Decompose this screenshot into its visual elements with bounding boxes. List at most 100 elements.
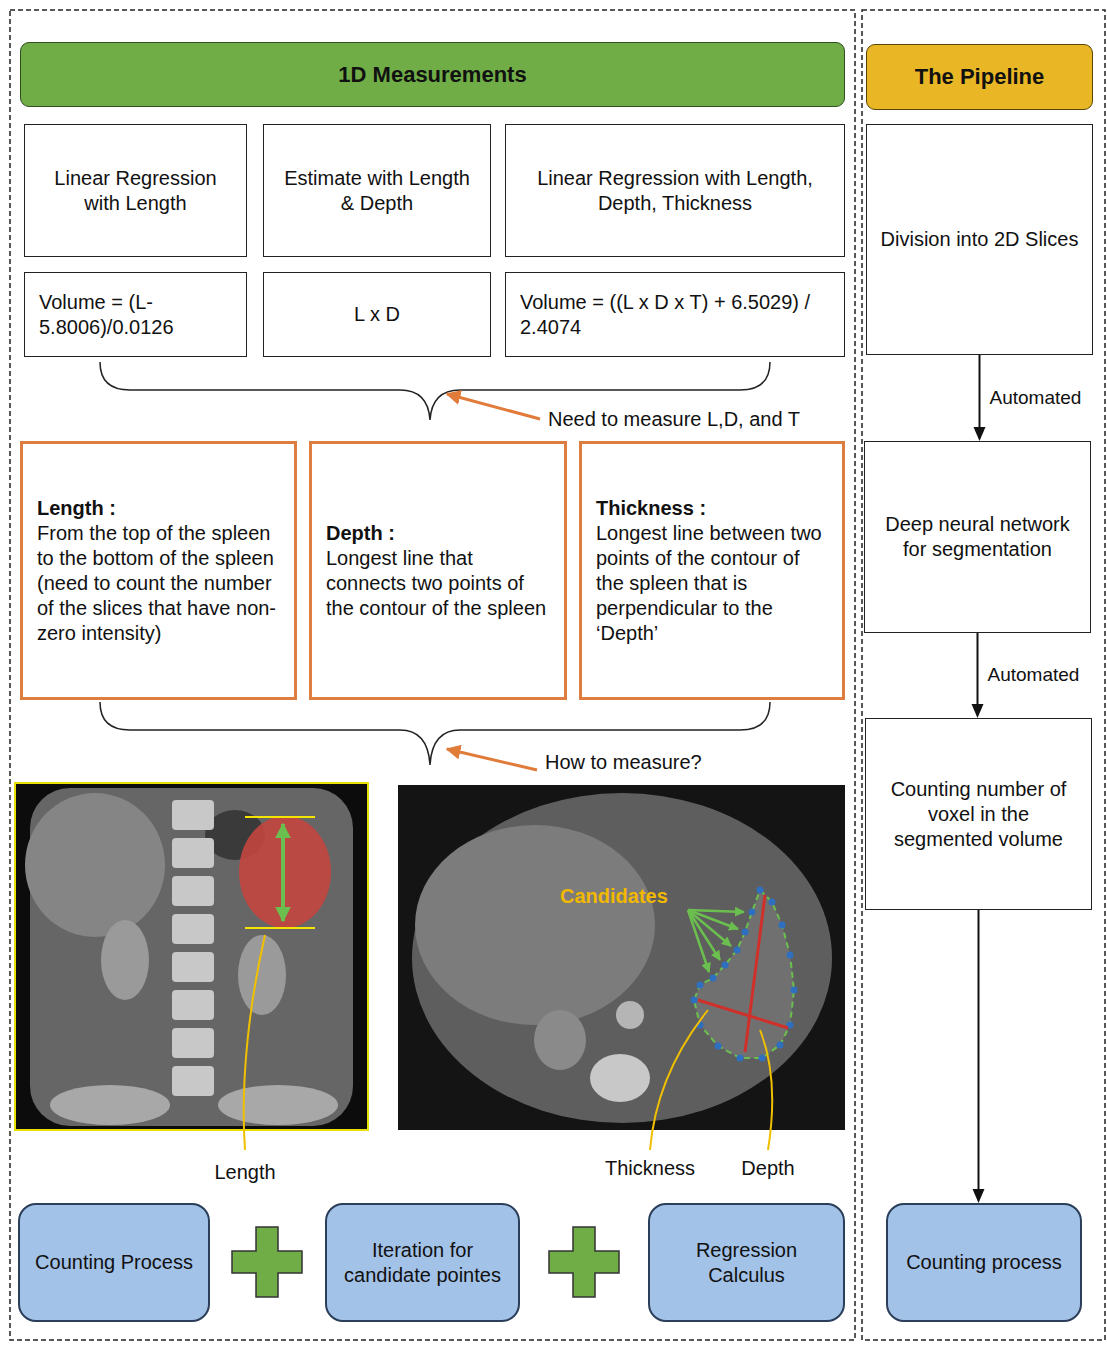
axial-ct-image bbox=[737, 1055, 744, 1062]
axial-ct-image bbox=[734, 947, 741, 954]
axial-ct-image bbox=[749, 909, 756, 916]
box-text: Longest line that connects two points of… bbox=[326, 546, 550, 621]
definition-box: Thickness :Longest line between two poin… bbox=[579, 441, 845, 700]
axial-ct-image bbox=[412, 793, 832, 1123]
definition-box: Depth :Longest line that connects two po… bbox=[309, 441, 567, 700]
coronal-ct-image bbox=[50, 1085, 170, 1125]
coronal-ct-image bbox=[172, 990, 214, 1020]
box-text: Linear Regression with Length, Depth, Th… bbox=[518, 166, 832, 216]
coronal-ct-image bbox=[25, 793, 165, 937]
axial-ct-image bbox=[722, 962, 729, 969]
method-box: Linear Regression with Length bbox=[24, 124, 247, 257]
image-label: Thickness bbox=[605, 1156, 695, 1180]
coronal-ct-image bbox=[244, 935, 265, 1150]
box-text: 1D Measurements bbox=[338, 61, 526, 89]
axial-ct-image bbox=[710, 975, 717, 982]
flow-arrow bbox=[973, 910, 985, 1203]
flow-arrow bbox=[974, 355, 986, 441]
axial-ct-image bbox=[791, 987, 798, 994]
coronal-ct-image bbox=[172, 952, 214, 982]
step-box: Counting process bbox=[886, 1203, 1082, 1322]
axial-ct-image bbox=[616, 1001, 644, 1029]
arrow-head bbox=[972, 704, 984, 718]
process-box: Division into 2D Slices bbox=[866, 124, 1093, 355]
flow-arrow bbox=[972, 633, 984, 718]
note-text: Need to measure L,D, and T bbox=[548, 407, 800, 431]
box-text: Longest line between two points of the c… bbox=[596, 521, 828, 646]
process-box: Deep neural network for segmentation bbox=[864, 441, 1091, 633]
coronal-ct-image bbox=[15, 783, 368, 1150]
axial-ct-image bbox=[715, 1043, 722, 1050]
pointer-arrow bbox=[447, 394, 540, 419]
axial-ct-image bbox=[688, 910, 744, 972]
axial-ct-image bbox=[694, 890, 794, 1058]
axial-ct-image bbox=[398, 785, 845, 1130]
axial-ct-image bbox=[779, 922, 786, 929]
step-box: Counting Process bbox=[18, 1203, 210, 1322]
axial-ct-image bbox=[745, 895, 765, 1052]
box-text: Counting Process bbox=[35, 1250, 193, 1275]
axial-ct-image bbox=[698, 1000, 788, 1028]
box-text: From the top of the spleen to the bottom… bbox=[37, 521, 280, 646]
step-box: Iteration for candidate pointes bbox=[325, 1203, 520, 1322]
plus-sign bbox=[549, 1227, 619, 1297]
coronal-ct-image bbox=[172, 838, 214, 868]
box-text: Regression Calculus bbox=[662, 1238, 831, 1288]
axial-ct-image bbox=[688, 910, 720, 960]
box-text: Volume = ((L x D x T) + 6.5029) / 2.4074 bbox=[520, 290, 832, 340]
axial-ct-image bbox=[688, 910, 744, 912]
axial-ct-image bbox=[760, 1030, 772, 1150]
arrow-line bbox=[979, 355, 981, 429]
method-box: Estimate with Length & Depth bbox=[263, 124, 491, 257]
axial-ct-image bbox=[398, 785, 845, 1150]
plus-sign bbox=[232, 1227, 302, 1297]
axial-ct-image bbox=[688, 910, 709, 972]
definition-box: Length :From the top of the spleen to th… bbox=[20, 441, 297, 700]
box-text: Counting number of voxel in the segmente… bbox=[878, 777, 1079, 852]
box-text: The Pipeline bbox=[915, 63, 1045, 91]
coronal-ct-image bbox=[172, 876, 214, 906]
panel-border bbox=[862, 10, 1105, 1340]
formula-box: Volume = (L-5.8006)/0.0126 bbox=[24, 272, 247, 357]
coronal-ct-image bbox=[218, 1085, 338, 1125]
axial-ct-image bbox=[534, 1010, 586, 1070]
box-text: Counting process bbox=[906, 1250, 1062, 1275]
coronal-ct-image bbox=[172, 800, 214, 830]
coronal-ct-image bbox=[245, 927, 315, 929]
pointer-arrow bbox=[447, 749, 537, 770]
axial-ct-image bbox=[415, 825, 655, 1025]
box-text: Linear Regression with Length bbox=[37, 166, 234, 216]
note-text: How to measure? bbox=[545, 750, 702, 774]
axial-ct-image bbox=[742, 929, 749, 936]
process-box: Counting number of voxel in the segmente… bbox=[865, 718, 1092, 910]
box-text: Division into 2D Slices bbox=[881, 227, 1079, 252]
arrow-head bbox=[973, 1189, 985, 1203]
image-label: Candidates bbox=[560, 884, 668, 908]
arrow-line bbox=[978, 910, 980, 1191]
box-text: L x D bbox=[354, 302, 400, 327]
coronal-ct-image bbox=[15, 783, 368, 1130]
axial-ct-image bbox=[691, 997, 698, 1004]
box-text: Estimate with Length & Depth bbox=[276, 166, 478, 216]
panel-border bbox=[10, 10, 855, 1340]
edge-label: Automated bbox=[986, 664, 1082, 687]
step-box: Regression Calculus bbox=[648, 1203, 845, 1322]
image-label: Depth bbox=[741, 1156, 794, 1180]
axial-ct-image bbox=[650, 1010, 708, 1150]
arrow-line bbox=[977, 633, 979, 706]
axial-ct-image bbox=[777, 1042, 784, 1049]
box-text: Volume = (L-5.8006)/0.0126 bbox=[39, 290, 234, 340]
panel-border bbox=[10, 10, 1105, 1340]
axial-ct-image bbox=[691, 887, 798, 1062]
coronal-ct-image bbox=[239, 816, 331, 928]
axial-ct-image bbox=[769, 899, 776, 906]
edge-label: Automated bbox=[988, 387, 1084, 410]
coronal-ct-image bbox=[281, 824, 285, 921]
formula-box: Volume = ((L x D x T) + 6.5029) / 2.4074 bbox=[505, 272, 845, 357]
header-bar: 1D Measurements bbox=[20, 42, 845, 107]
box-heading: Thickness : bbox=[596, 496, 706, 521]
axial-ct-image bbox=[590, 1054, 650, 1102]
axial-ct-image bbox=[757, 887, 764, 894]
box-text: Iteration for candidate pointes bbox=[339, 1238, 506, 1288]
